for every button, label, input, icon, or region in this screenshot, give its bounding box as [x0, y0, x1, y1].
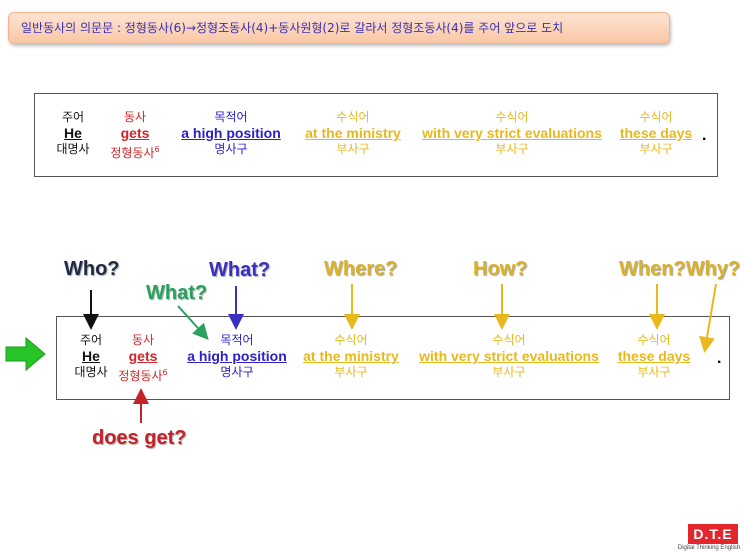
role-label: 목적어 [220, 333, 254, 347]
role-label: 수식어 [637, 333, 671, 347]
role-label: 수식어 [492, 333, 526, 347]
object-word: a high position [187, 348, 287, 364]
modifier-word: these days [617, 348, 691, 364]
role-label: 동사 [131, 333, 155, 347]
modifier-word: with very strict evaluations [419, 348, 599, 364]
pos-label: 부사구 [334, 365, 368, 379]
arrow-what-green [177, 305, 209, 340]
object-word: a high position [181, 125, 281, 141]
modifier-column-time: 수식어 these days 부사구 [618, 333, 690, 380]
question-how: How? [473, 258, 528, 280]
role-label: 수식어 [334, 333, 368, 347]
pos-label: 정형동사6 [118, 368, 168, 383]
role-label: 수식어 [336, 110, 370, 124]
verb-word: gets [128, 348, 158, 364]
role-label: 주어 [61, 110, 85, 124]
right-arrow-icon [5, 336, 46, 372]
sentence-box-declarative: 주어 He 대명사 동사 gets 정형동사6 목적어 a high posit… [34, 93, 718, 177]
dte-logo-subtitle: Digital Thinking English [677, 545, 741, 551]
role-label: 주어 [79, 333, 103, 347]
object-column: 목적어 a high position 명사구 [181, 110, 281, 157]
modifier-word: at the ministry [303, 348, 399, 364]
pos-label: 부사구 [637, 365, 671, 379]
role-label: 수식어 [495, 110, 529, 124]
sentence-period: . [717, 350, 722, 367]
question-what-green: What? [146, 282, 208, 304]
modifier-word: with very strict evaluations [422, 125, 602, 141]
role-label: 목적어 [214, 110, 248, 124]
role-label: 수식어 [639, 110, 673, 124]
subject-column: 주어 He 대명사 [74, 333, 107, 380]
title-banner: 일반동사의 의문문 : 정형동사(6)→정형조동사(4)+동사원형(2)로 갈라… [8, 12, 670, 44]
verb-column: 동사 gets 정형동사6 [118, 333, 167, 384]
role-label: 동사 [123, 110, 147, 124]
modifier-column-place: 수식어 at the ministry 부사구 [303, 333, 399, 380]
question-where: Where? [324, 258, 398, 280]
arrow-why [699, 283, 717, 353]
subject-word: He [64, 125, 82, 141]
modifier-column-place: 수식어 at the ministry 부사구 [305, 110, 401, 157]
sentence-period: . [702, 127, 707, 144]
verb-word: gets [120, 125, 150, 141]
pos-label: 부사구 [639, 142, 673, 156]
pos-label: 대명사 [74, 365, 108, 379]
modifier-column-time: 수식어 these days 부사구 [620, 110, 692, 157]
modifier-column-manner: 수식어 with very strict evaluations 부사구 [422, 110, 602, 157]
modifier-word: at the ministry [305, 125, 401, 141]
pos-label: 명사구 [220, 365, 254, 379]
pos-label: 대명사 [56, 142, 90, 156]
subject-word: He [82, 348, 100, 364]
sentence-box-question: 주어 He 대명사 동사 gets 정형동사6 목적어 a high posit… [56, 316, 730, 400]
pos-label: 부사구 [495, 142, 529, 156]
modifier-word: these days [619, 125, 693, 141]
question-who: Who? [64, 258, 120, 280]
pos-label: 부사구 [336, 142, 370, 156]
pos-label: 부사구 [492, 365, 526, 379]
modifier-column-manner: 수식어 with very strict evaluations 부사구 [419, 333, 599, 380]
pos-label: 명사구 [214, 142, 248, 156]
object-column: 목적어 a high position 명사구 [187, 333, 287, 380]
question-does-get: does get? [92, 427, 187, 449]
question-when-why: When?Why? [619, 258, 741, 280]
verb-column: 동사 gets 정형동사6 [110, 110, 159, 161]
question-what-blue: What? [209, 259, 271, 281]
subject-column: 주어 He 대명사 [56, 110, 89, 157]
dte-logo: D.T.E [688, 524, 738, 544]
pos-label: 정형동사6 [110, 145, 160, 160]
